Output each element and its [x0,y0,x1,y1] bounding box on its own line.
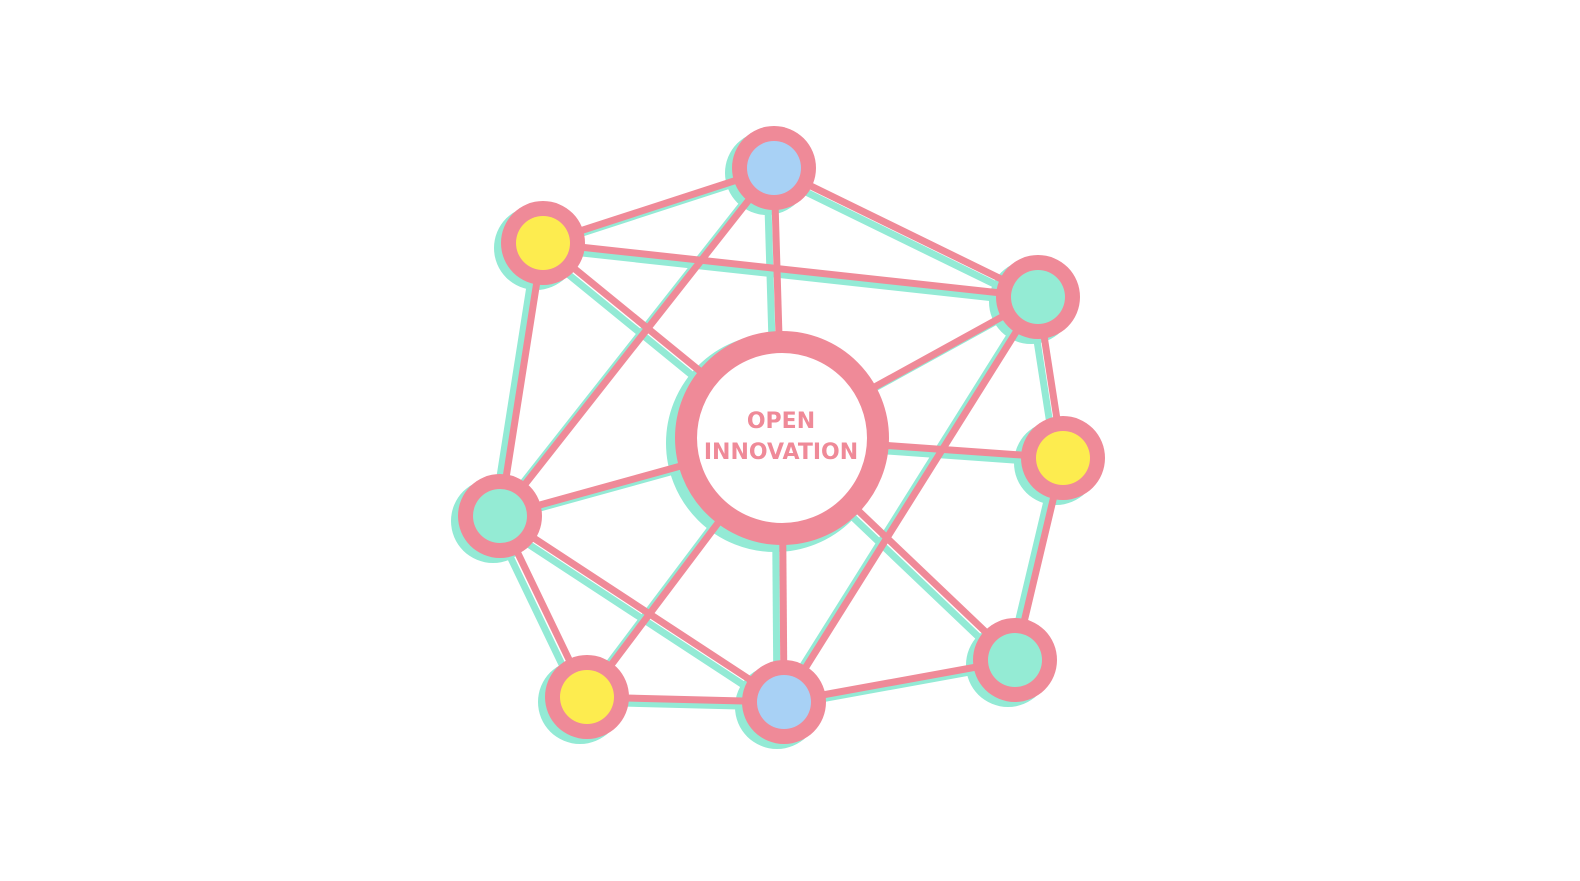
center-label-line-1: OPEN [747,409,815,434]
node-top-blue-dot [747,141,801,195]
edge-top-left-right-top [542,239,1039,301]
edge-shadow [491,518,779,710]
node-top-left-yellow-dot [516,216,570,270]
node-bottom-left-yellow-dot [560,670,614,724]
edge-top-left [497,165,777,519]
edge-top-left-left [496,242,547,517]
node-right-top-green-dot [1011,270,1065,324]
node-layer [458,126,1105,744]
edge-shadow [535,244,1032,306]
node-left-green-dot [473,489,527,543]
edge-right-top-bottom [781,295,1041,704]
edge-shadow [765,169,1033,306]
center-label-line-2: INNOVATION [704,440,858,465]
edge-top-right-top [772,164,1040,301]
center-node [675,331,889,545]
node-bottom-right-green-dot [988,633,1042,687]
node-right-yellow-dot [1036,431,1090,485]
node-bottom-blue-dot [757,675,811,729]
edge-left-bottom [498,513,786,705]
